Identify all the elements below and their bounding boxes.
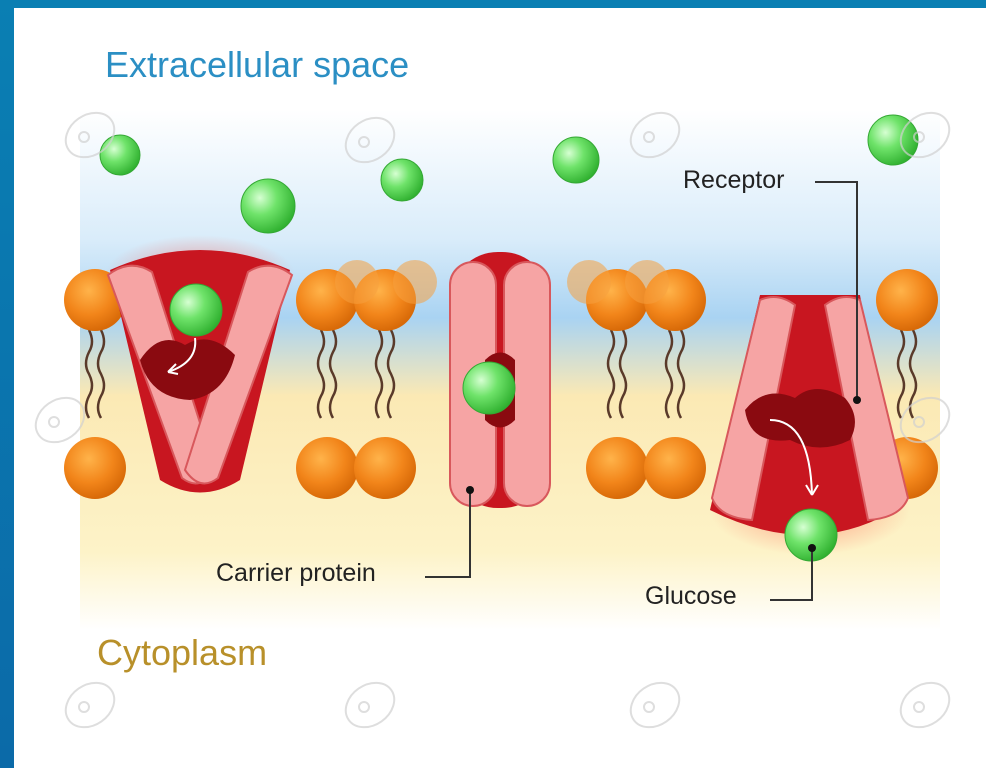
watermark-logo-icon [914,702,924,712]
watermark-logo-icon [49,417,59,427]
lipid-head-back [625,260,669,304]
watermark-logo-icon [337,674,403,737]
cytoplasm-label: Cytoplasm [97,632,267,674]
watermark-logo-icon [644,702,654,712]
glucose-molecule [868,115,918,165]
lipid-head [586,437,648,499]
extracellular-label: Extracellular space [105,44,409,86]
lipid-head-back [335,260,379,304]
receptor-label: Receptor [683,166,784,195]
lipid-head [354,437,416,499]
watermark-logo-icon [57,674,123,737]
glucose-molecule [553,137,599,183]
watermark-logo-icon [892,674,958,737]
lipid-head [64,437,126,499]
glucose-molecule [100,135,140,175]
glucose-label: Glucose [645,582,737,611]
watermark-logo-icon [622,674,688,737]
lipid-head-back [393,260,437,304]
lipid-head [296,437,358,499]
carrier-protein-label: Carrier protein [216,559,376,588]
watermark-logo-icon [79,702,89,712]
glucose-molecule [381,159,423,201]
lipid-head [876,269,938,331]
glucose-molecule [463,362,515,414]
glucose-molecule [170,284,222,336]
glucose-molecule [241,179,295,233]
watermark-logo-icon [359,702,369,712]
lipid-head-back [567,260,611,304]
lipid-head [644,437,706,499]
